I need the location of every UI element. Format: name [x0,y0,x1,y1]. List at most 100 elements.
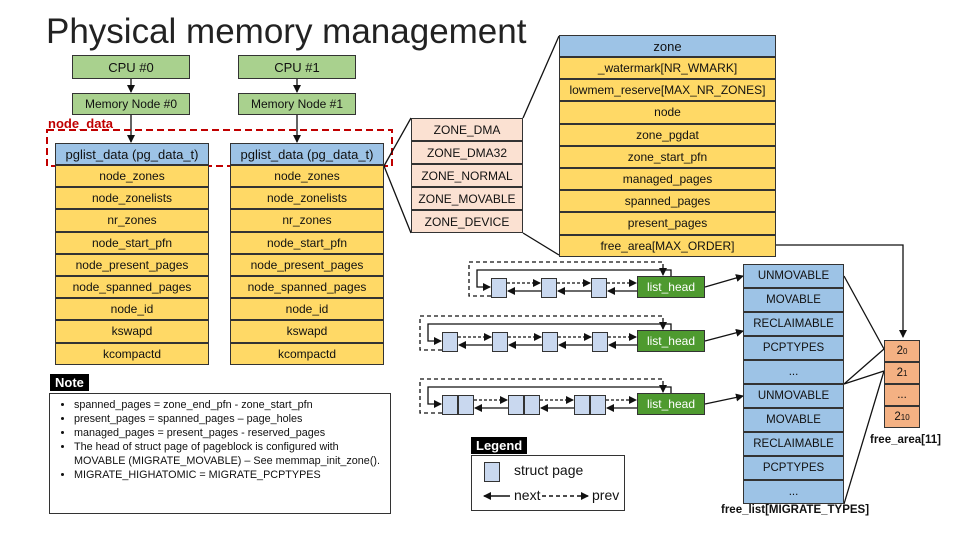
zone-struct-header: zone [559,35,776,57]
struct-page-0-0-0 [491,278,507,298]
struct-page-0-1-0 [541,278,557,298]
list-head-0: list_head [637,276,705,298]
wrap-next-1 [427,323,672,345]
cpu-box-0: CPU #0 [72,55,190,79]
zone-struct-field-3: zone_pgdat [559,123,776,146]
struct-page-1-0-0 [442,332,458,352]
pglist-to-zones-line [383,117,412,167]
free-area-order-base: 2 [894,411,901,423]
pglist-0-field-node-id: node_id [55,298,209,321]
note-box: spanned_pages = zone_end_pfn - zone_star… [49,393,391,514]
migrate-type-1-3: PCPTYPES [743,456,844,480]
pglist-1-field-kcompactd: kcompactd [230,342,384,365]
list-head-to-migrate-2 [704,393,744,405]
migrate-type-0-3: PCPTYPES [743,336,844,360]
wrap-next-2 [427,386,672,408]
pglist-1-field-nr-zones: nr_zones [230,209,384,232]
pglist-0-field-node-start-pfn: node_start_pfn [55,231,209,254]
zones-to-zone-struct-top [522,35,560,119]
pglist-1-field-node-present-pages: node_present_pages [230,253,384,276]
memory-node-box-1: Memory Node #1 [238,93,356,115]
migrate-type-1-1: MOVABLE [743,408,844,432]
pglist-1-field-node-id: node_id [230,298,384,321]
wrap-prev-1 [419,315,667,351]
list-head-2: list_head [637,393,705,415]
node-data-region [46,129,393,167]
free-area-order-base: 2 [896,367,903,379]
struct-page-2-1-1 [524,395,540,415]
struct-page-2-1-0 [508,395,524,415]
free-area-caption: free_area[11] [870,434,941,446]
wrap-prev-0 [468,261,667,297]
pglist-1-field-node-zones: node_zones [230,165,384,188]
note-item: The head of struct page of pageblock is … [74,440,384,468]
order-0-to-free-list-a [843,275,885,350]
migrate-type-0-1: MOVABLE [743,288,844,312]
pglist-to-zones-line-2 [383,165,412,234]
legend-arrows [483,492,589,500]
zone-type-zone-normal: ZONE_NORMAL [411,164,523,187]
note-item: managed_pages = present_pages - reserved… [74,426,384,440]
zone-type-zone-device: ZONE_DEVICE [411,210,523,233]
list-head-to-migrate-1 [704,328,744,342]
free-area-order-exp: 10 [900,412,910,422]
zone-struct-field-6: spanned_pages [559,190,776,213]
struct-page-0-2-0 [591,278,607,298]
struct-page-1-2-0 [542,332,558,352]
pglist-1-field-kswapd: kswapd [230,320,384,343]
zone-struct-field-1: lowmem_reserve[MAX_NR_ZONES] [559,79,776,102]
legend-struct-page-swatch [484,462,500,482]
legend-next-label: next [514,487,541,503]
zone-struct-field-8: free_area[MAX_ORDER] [559,234,776,257]
struct-page-2-0-0 [442,395,458,415]
order-0-to-free-list-b [843,348,885,385]
zone-type-zone-dma32: ZONE_DMA32 [411,141,523,164]
migrate-type-1-2: RECLAIMABLE [743,432,844,456]
note-item: MIGRATE_HIGHATOMIC = MIGRATE_PCPTYPES [74,468,384,482]
zone-struct-field-5: managed_pages [559,168,776,191]
free-area-to-order-0 [776,244,907,338]
pglist-0-field-node-zonelists: node_zonelists [55,187,209,210]
list-head-to-migrate-0 [704,274,744,288]
cpu-box-1: CPU #1 [238,55,356,79]
memory-node-box-0: Memory Node #0 [72,93,190,115]
pglist-header-0: pglist_data (pg_data_t) [55,143,209,165]
legend-struct-page-label: struct page [514,462,584,478]
migrate-type-1-4: ... [743,480,844,504]
pglist-1-field-node-zonelists: node_zonelists [230,187,384,210]
zone-struct-field-0: _watermark[NR_WMARK] [559,57,776,80]
migrate-type-1-0: UNMOVABLE [743,384,844,408]
order-1-to-free-list-b [843,370,885,505]
zone-type-zone-movable: ZONE_MOVABLE [411,187,523,210]
pglist-0-field-kswapd: kswapd [55,320,209,343]
pglist-1-field-node-spanned-pages: node_spanned_pages [230,276,384,299]
list-head-1: list_head [637,330,705,352]
struct-page-2-2-1 [590,395,606,415]
pglist-0-field-nr-zones: nr_zones [55,209,209,232]
zone-struct-field-2: node [559,101,776,124]
note-item: spanned_pages = zone_end_pfn - zone_star… [74,398,384,412]
struct-page-1-1-0 [492,332,508,352]
wrap-prev-2 [419,378,667,414]
order-1-to-free-list-a [843,370,885,385]
page-title: Physical memory management [46,12,527,51]
pglist-0-field-node-zones: node_zones [55,165,209,188]
struct-page-2-0-1 [458,395,474,415]
migrate-type-0-2: RECLAIMABLE [743,312,844,336]
migrate-type-0-4: ... [743,360,844,384]
pglist-0-field-node-spanned-pages: node_spanned_pages [55,276,209,299]
free-area-order-base: ... [897,389,907,401]
note-title: Note [50,374,89,391]
pglist-header-1: pglist_data (pg_data_t) [230,143,384,165]
zone-type-zone-dma: ZONE_DMA [411,118,523,141]
pglist-0-field-kcompactd: kcompactd [55,342,209,365]
free-list-caption: free_list[MIGRATE_TYPES] [721,504,870,516]
legend-box: struct page next prev [471,455,625,511]
pglist-1-field-node-start-pfn: node_start_pfn [230,231,384,254]
free-area-order-base: 2 [896,345,903,357]
wrap-next-0 [476,269,672,291]
